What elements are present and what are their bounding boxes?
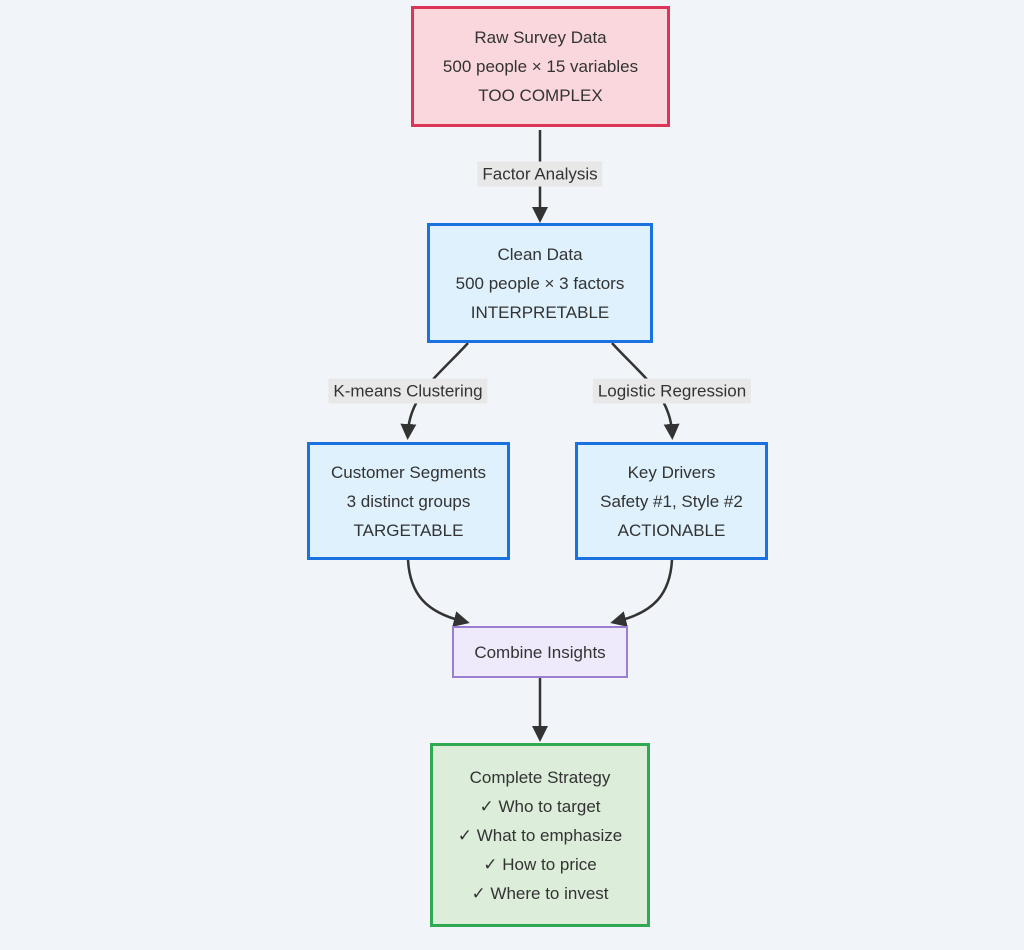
edge-label-factor-analysis: Factor Analysis [477,161,603,187]
node-status: TARGETABLE [353,520,464,540]
node-customer-segments: Customer Segments 3 distinct groups TARG… [307,442,510,560]
node-clean-data: Clean Data 500 people × 3 factors INTERP… [427,223,653,343]
node-raw-survey-data: Raw Survey Data 500 people × 15 variable… [411,6,670,127]
edge-label-kmeans-clustering: K-means Clustering [328,378,488,404]
edge-label-logistic-regression: Logistic Regression [592,378,752,404]
node-title: Raw Survey Data [474,28,607,47]
node-subtitle: 3 distinct groups [346,491,471,511]
node-title: Key Drivers [627,462,716,482]
node-subtitle: 500 people × 15 variables [442,57,639,76]
strategy-item-what: ✓ What to emphasize [457,825,623,845]
node-title: Combine Insights [474,642,606,662]
node-complete-strategy: Complete Strategy ✓ Who to target ✓ What… [430,743,650,927]
node-status: ACTIONABLE [617,520,726,540]
node-title: Customer Segments [331,462,486,482]
strategy-item-who: ✓ Who to target [479,796,601,816]
node-status: TOO COMPLEX [478,86,603,105]
edge-drivers-to-combine [610,559,674,627]
node-status: INTERPRETABLE [470,302,610,322]
node-title: Complete Strategy [469,767,611,787]
node-key-drivers: Key Drivers Safety #1, Style #2 ACTIONAB… [575,442,768,560]
edge-segments-to-combine [406,559,470,627]
strategy-item-where: ✓ Where to invest [471,883,609,903]
strategy-item-how: ✓ How to price [483,854,597,874]
node-subtitle: Safety #1, Style #2 [600,491,743,511]
node-title: Clean Data [497,244,583,264]
node-subtitle: 500 people × 3 factors [455,273,625,293]
node-combine-insights: Combine Insights [452,626,628,678]
